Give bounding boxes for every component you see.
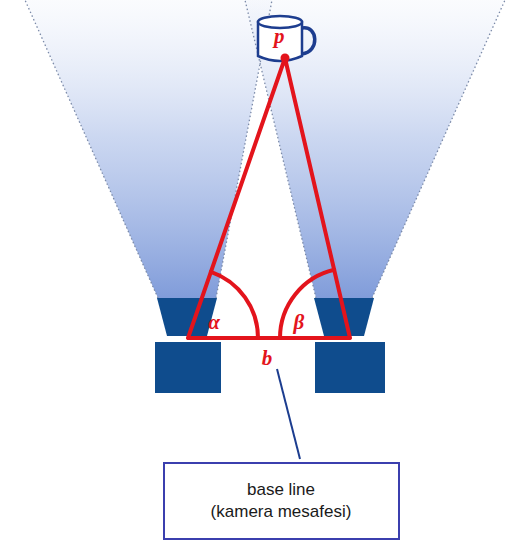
text-box: base line (kamera mesafesi) (163, 462, 400, 540)
leader-line (277, 369, 300, 459)
wrap-spacer (320, 479, 354, 480)
angle-label: β (294, 312, 305, 333)
mug-handle (302, 28, 315, 54)
angle-label: b (262, 348, 273, 369)
box-text-area: base line (kamera mesafesi) (209, 479, 354, 523)
angle-arc-alpha (211, 272, 258, 338)
box-caption: base line (kamera mesafesi) (211, 480, 352, 521)
mug-body (258, 22, 302, 61)
wrap-spacer (209, 479, 243, 480)
field-of-view-left (25, 0, 272, 298)
field-of-view-edges (25, 0, 505, 298)
mug-object: p (248, 6, 328, 70)
mug-rim (258, 16, 302, 28)
point-marker (281, 54, 290, 63)
angle-arc-beta (280, 270, 334, 338)
triangulation-triangle (188, 58, 350, 338)
camera-right (314, 298, 385, 393)
mug-outline (248, 6, 328, 70)
camera-left (155, 298, 221, 393)
angle-label: α (208, 312, 220, 333)
field-of-view-right (245, 0, 505, 298)
point-label: p (274, 26, 285, 47)
